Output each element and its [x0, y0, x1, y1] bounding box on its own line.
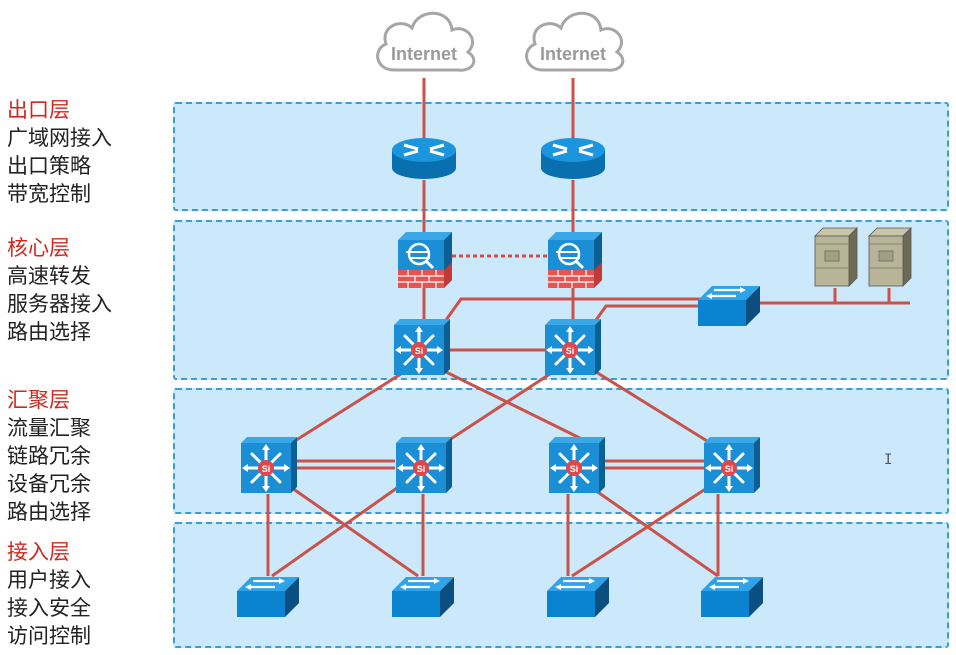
links [266, 78, 910, 578]
aggregation-layer-item: 路由选择 [7, 500, 91, 524]
link-core1-agg3 [445, 370, 593, 446]
link-core1-server-switch [444, 297, 700, 321]
router-icon-2[interactable] [539, 136, 607, 181]
server-access-switch-icon[interactable] [696, 284, 762, 328]
core-layer-item: 服务器接入 [7, 292, 112, 316]
aggregation-l3-switch-icon-1[interactable] [239, 435, 299, 495]
egress-layer-item: 广域网接入 [7, 126, 112, 150]
egress-layer-labels: 出口层 广域网接入 出口策略 带宽控制 [7, 96, 112, 208]
firewall-icon-1[interactable] [396, 230, 454, 290]
link-core2-agg4 [595, 370, 713, 446]
firewall-icon-2[interactable] [546, 230, 604, 290]
internet-label-1: Internet [391, 44, 457, 64]
aggregation-layer-title: 汇聚层 [7, 388, 70, 412]
aggregation-layer-item: 流量汇聚 [7, 416, 91, 440]
link-agg4-acc3 [571, 486, 708, 578]
server-icon-1[interactable] [814, 227, 858, 287]
core-l3-switch-icon-1[interactable] [392, 317, 452, 377]
access-switch-icon-2[interactable] [390, 575, 456, 619]
internet-label-2: Internet [540, 44, 606, 64]
egress-layer-item: 出口策略 [7, 154, 91, 178]
access-switch-icon-4[interactable] [699, 575, 765, 619]
aggregation-l3-switch-icon-3[interactable] [547, 435, 607, 495]
link-core2-server-switch [594, 304, 698, 321]
core-layer-labels: 核心层 高速转发 服务器接入 路由选择 [7, 234, 112, 346]
aggregation-l3-switch-icon-2[interactable] [394, 435, 454, 495]
internet-cloud-1: Internet [376, 11, 476, 72]
link-agg3-acc4 [591, 486, 719, 578]
server-icon-2[interactable] [868, 227, 912, 287]
access-switch-icon-1[interactable] [235, 575, 301, 619]
egress-layer-title: 出口层 [7, 98, 70, 122]
access-layer-item: 用户接入 [7, 568, 91, 592]
access-switch-icon-3[interactable] [545, 575, 611, 619]
link-agg1-acc2 [291, 486, 419, 578]
access-layer-labels: 接入层 用户接入 接入安全 访问控制 [7, 538, 91, 650]
core-layer-item: 路由选择 [7, 320, 91, 344]
link-core1-agg1 [289, 370, 405, 446]
access-layer-item: 访问控制 [7, 624, 91, 648]
aggregation-layer-labels: 汇聚层 流量汇聚 链路冗余 设备冗余 路由选择 [7, 386, 91, 526]
core-layer-item: 高速转发 [7, 264, 91, 288]
core-l3-switch-icon-2[interactable] [543, 317, 603, 377]
access-layer-title: 接入层 [7, 540, 70, 564]
link-core2-agg2 [442, 370, 554, 446]
text-cursor-icon: I [884, 452, 893, 468]
aggregation-l3-switch-icon-4[interactable] [702, 435, 762, 495]
internet-cloud-2: Internet [525, 11, 625, 72]
access-layer-item: 接入安全 [7, 596, 91, 620]
link-agg2-acc1 [271, 486, 398, 578]
router-icon-1[interactable] [390, 136, 458, 181]
egress-layer-item: 带宽控制 [7, 182, 91, 206]
core-layer-title: 核心层 [7, 236, 70, 260]
aggregation-layer-item: 链路冗余 [7, 444, 91, 468]
aggregation-layer-item: 设备冗余 [7, 472, 91, 496]
